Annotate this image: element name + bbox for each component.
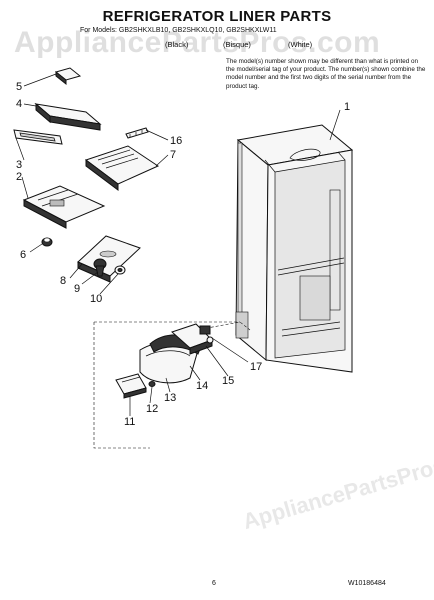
callout-2: 2 xyxy=(16,171,22,183)
color-white-label: (White) xyxy=(288,40,313,49)
part-8[interactable] xyxy=(77,235,141,283)
callout-8: 8 xyxy=(60,275,66,287)
leader-lines xyxy=(15,73,341,416)
callout-15: 15 xyxy=(222,375,234,387)
callout-12: 12 xyxy=(146,403,158,415)
callout-16: 16 xyxy=(170,135,182,147)
part-2[interactable] xyxy=(22,185,106,229)
callout-9: 9 xyxy=(74,283,80,295)
part-16[interactable] xyxy=(125,127,149,139)
callout-1: 1 xyxy=(344,101,350,113)
model-note: The model(s) number shown may be differe… xyxy=(226,58,426,90)
color-bisque-label: (Bisque) xyxy=(223,40,251,49)
part-5[interactable] xyxy=(54,67,82,86)
document-number: W10186484 xyxy=(348,580,386,587)
callout-13: 13 xyxy=(164,392,176,404)
model-numbers: For Models: GB2SHKXLB10, GB2SHKXLQ10, GB… xyxy=(80,27,277,34)
callout-5: 5 xyxy=(16,81,22,93)
callout-10: 10 xyxy=(90,293,102,305)
part-10[interactable] xyxy=(114,265,126,275)
callout-3: 3 xyxy=(16,159,22,171)
callout-11: 11 xyxy=(124,416,135,428)
part-4[interactable] xyxy=(34,102,102,131)
callout-6: 6 xyxy=(20,249,26,261)
callout-7: 7 xyxy=(170,149,176,161)
callout-14: 14 xyxy=(196,380,208,392)
callout-17: 17 xyxy=(250,361,262,373)
part-6[interactable] xyxy=(41,237,53,247)
part-9[interactable] xyxy=(93,258,107,277)
callout-4: 4 xyxy=(16,98,22,110)
page-number: 6 xyxy=(212,580,216,587)
part-1-liner[interactable] xyxy=(235,124,354,373)
part-7[interactable] xyxy=(84,145,160,191)
part-3[interactable] xyxy=(13,129,63,145)
watermark-top: AppliancePartsPros.com xyxy=(14,26,381,59)
color-black-label: (Black) xyxy=(165,40,189,49)
part-11[interactable] xyxy=(115,373,147,399)
part-17[interactable] xyxy=(199,325,214,344)
part-12[interactable] xyxy=(148,381,156,387)
page-title: REFRIGERATOR LINER PARTS xyxy=(102,8,332,25)
